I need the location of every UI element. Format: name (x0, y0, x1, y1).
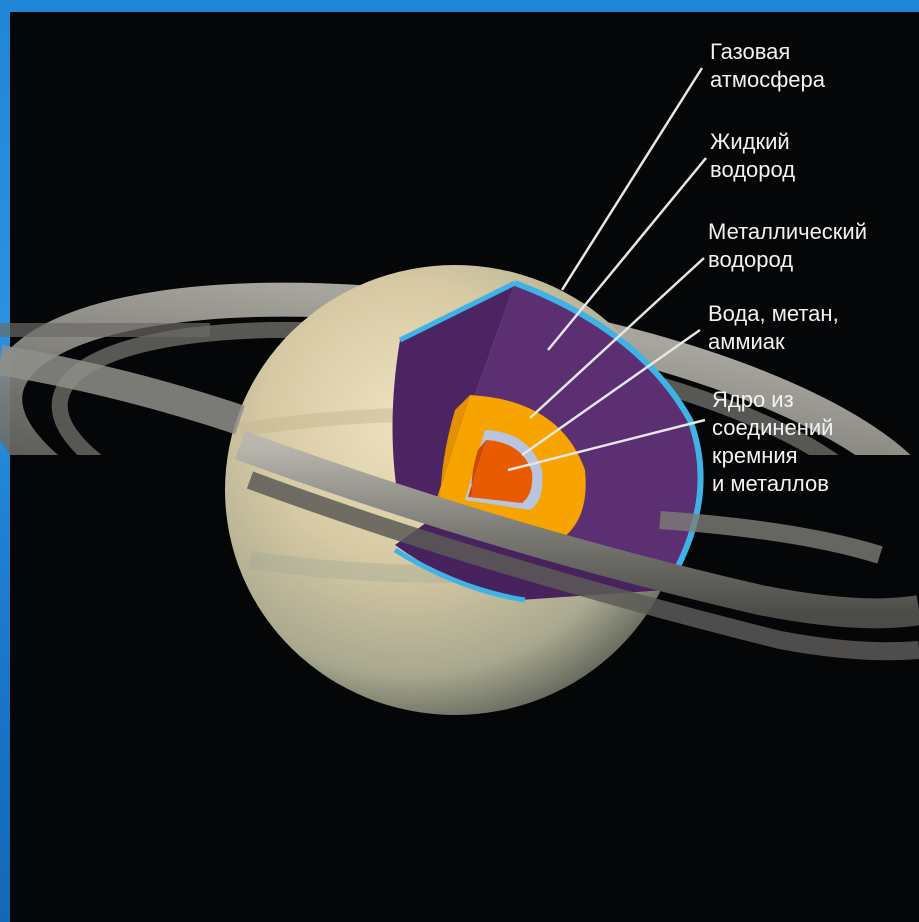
leader-line-water (521, 328, 701, 457)
label-metallic-hydrogen: Металлический водород (708, 219, 868, 272)
label-core: Ядро из соединений кремния и металлов (712, 387, 834, 496)
label-water-methane-ammonia: Вода, метан, аммиак (708, 301, 839, 354)
leader-line-liquid-hydrogen (547, 157, 707, 351)
label-gas-atmosphere: Газовая атмосфера (710, 39, 825, 92)
rings-front (0, 323, 919, 661)
leader-lines (507, 67, 707, 472)
label-liquid-hydrogen: Жидкий водород (710, 129, 796, 182)
leader-line-core (507, 418, 706, 472)
leader-line-gas-atmosphere (560, 67, 704, 291)
core (468, 440, 533, 503)
leader-line-metallic-hydrogen (529, 257, 705, 419)
